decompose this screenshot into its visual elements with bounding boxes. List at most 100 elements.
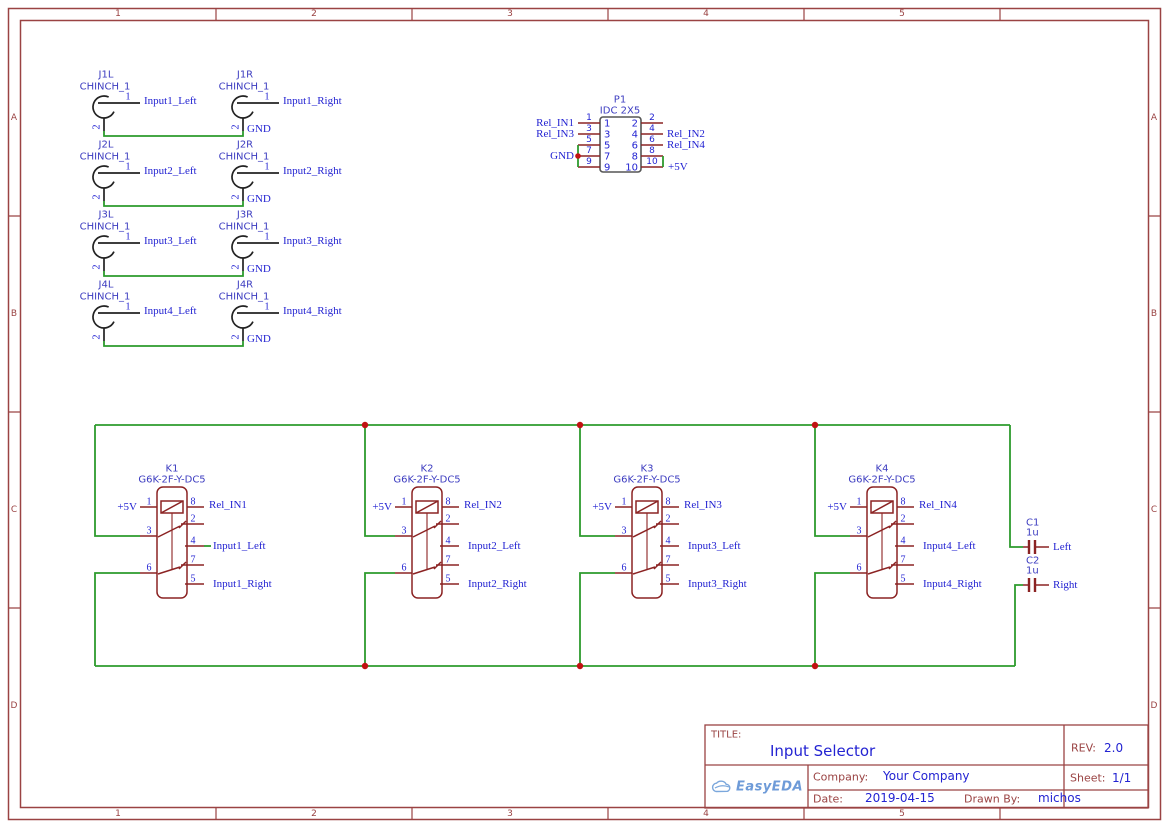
- connector-designator[interactable]: J1R: [236, 69, 254, 81]
- capacitor-C1-symbol[interactable]: [1023, 540, 1049, 554]
- net-label[interactable]: Input3_Left: [688, 540, 741, 552]
- net-label[interactable]: Input1_Right: [283, 95, 342, 107]
- net-label[interactable]: Input2_Right: [283, 165, 342, 177]
- net-label[interactable]: Right: [1053, 579, 1078, 591]
- cap-designator[interactable]: C1: [1026, 517, 1040, 529]
- connector-J4R-symbol[interactable]: [231, 305, 279, 341]
- net-label[interactable]: Input4_Right: [923, 578, 982, 590]
- junction-dot: [575, 153, 581, 159]
- net-label[interactable]: Input3_Right: [688, 578, 747, 590]
- net-label[interactable]: Rel_IN3: [536, 128, 574, 140]
- relay-designator[interactable]: K2: [420, 463, 434, 475]
- relay-K1-symbol[interactable]: [140, 486, 204, 599]
- relay-designator[interactable]: K3: [640, 463, 654, 475]
- net-label[interactable]: Rel_IN1: [209, 499, 247, 511]
- connector-partname[interactable]: CHINCH_1: [79, 151, 131, 163]
- cap-value[interactable]: 1u: [1026, 565, 1039, 577]
- cap-designator[interactable]: C2: [1026, 555, 1040, 567]
- connector-partname[interactable]: CHINCH_1: [79, 81, 131, 93]
- net-label[interactable]: Input1_Left: [144, 95, 197, 107]
- connector-partname[interactable]: CHINCH_1: [218, 291, 270, 303]
- pin-name: 8: [631, 151, 638, 163]
- relay-designator[interactable]: K4: [875, 463, 889, 475]
- gnd-wires-rca[interactable]: [103, 131, 244, 347]
- net-label-5v[interactable]: +5V: [592, 501, 612, 513]
- idc-designator[interactable]: P1: [613, 94, 627, 106]
- net-label[interactable]: Input1_Right: [213, 578, 272, 590]
- connector-designator[interactable]: J2L: [98, 139, 114, 151]
- connector-partname[interactable]: CHINCH_1: [79, 291, 131, 303]
- relay-designator[interactable]: K1: [165, 463, 179, 475]
- connector-designator[interactable]: J4L: [98, 279, 114, 291]
- connector-J3L-symbol[interactable]: [92, 235, 140, 271]
- net-label[interactable]: Input4_Left: [144, 305, 197, 317]
- pin-number: 3: [586, 124, 592, 134]
- relay-partname[interactable]: G6K-2F-Y-DC5: [848, 474, 916, 486]
- net-label[interactable]: Rel_IN1: [536, 117, 574, 129]
- titleblock-rev[interactable]: 2.0: [1104, 741, 1124, 755]
- idc-partname[interactable]: IDC 2X5: [599, 105, 641, 117]
- net-label-gnd[interactable]: GND: [247, 193, 271, 205]
- relay-partname[interactable]: G6K-2F-Y-DC5: [138, 474, 206, 486]
- connector-J4L-symbol[interactable]: [92, 305, 140, 341]
- net-label-5v[interactable]: +5V: [117, 501, 137, 513]
- titleblock-date[interactable]: 2019-04-15: [865, 791, 935, 805]
- relay-K4-symbol[interactable]: [850, 486, 914, 599]
- net-label[interactable]: Input1_Left: [213, 540, 266, 552]
- net-label[interactable]: Left: [1053, 541, 1072, 553]
- relay-partname[interactable]: G6K-2F-Y-DC5: [613, 474, 681, 486]
- net-label[interactable]: Input2_Left: [468, 540, 521, 552]
- net-label[interactable]: Input4_Left: [923, 540, 976, 552]
- connector-designator[interactable]: J4R: [236, 279, 254, 291]
- net-label[interactable]: Input2_Right: [468, 578, 527, 590]
- relay-K3-symbol[interactable]: [615, 486, 679, 599]
- net-label[interactable]: Rel_IN4: [919, 499, 957, 511]
- connector-designator[interactable]: J3L: [98, 209, 114, 221]
- connector-partname[interactable]: CHINCH_1: [79, 221, 131, 233]
- relay-bus-wires[interactable]: [94, 424, 1023, 667]
- net-label-gnd[interactable]: GND: [247, 123, 271, 135]
- pin-number: 1: [401, 496, 407, 508]
- cap-value[interactable]: 1u: [1026, 527, 1039, 539]
- net-label-gnd[interactable]: GND: [550, 150, 574, 162]
- net-label[interactable]: Input3_Left: [144, 235, 197, 247]
- k4-right-feed: [814, 572, 850, 666]
- titleblock-company[interactable]: Your Company: [883, 769, 970, 783]
- frame-row-label: D: [1150, 701, 1158, 711]
- connector-designator[interactable]: J2R: [236, 139, 254, 151]
- titleblock-title[interactable]: Input Selector: [770, 742, 876, 760]
- relay-partname[interactable]: G6K-2F-Y-DC5: [393, 474, 461, 486]
- pin-number: 1: [264, 301, 270, 313]
- sheet-frame: [7, 7, 1162, 821]
- net-label-5v[interactable]: +5V: [668, 161, 688, 173]
- connector-designator[interactable]: J1L: [98, 69, 114, 81]
- connector-J1R-symbol[interactable]: [231, 95, 279, 131]
- connector-partname[interactable]: CHINCH_1: [218, 81, 270, 93]
- connector-designator[interactable]: J3R: [236, 209, 254, 221]
- capacitor-C2-symbol[interactable]: [1023, 578, 1049, 592]
- connector-partname[interactable]: CHINCH_1: [218, 151, 270, 163]
- connector-J2R-symbol[interactable]: [231, 165, 279, 201]
- net-label-5v[interactable]: +5V: [827, 501, 847, 513]
- net-label[interactable]: Rel_IN3: [684, 499, 722, 511]
- connector-partname[interactable]: CHINCH_1: [218, 221, 270, 233]
- net-label[interactable]: Input3_Right: [283, 235, 342, 247]
- net-label[interactable]: Rel_IN2: [464, 499, 502, 511]
- net-label[interactable]: Rel_IN4: [667, 139, 705, 151]
- net-label[interactable]: Rel_IN2: [667, 128, 705, 140]
- net-label-5v[interactable]: +5V: [372, 501, 392, 513]
- idc-P1-symbol[interactable]: [575, 116, 664, 173]
- frame-row-label: A: [10, 113, 18, 123]
- net-label-gnd[interactable]: GND: [247, 263, 271, 275]
- net-label-gnd[interactable]: GND: [247, 333, 271, 345]
- connector-J3R-symbol[interactable]: [231, 235, 279, 271]
- titleblock-title-label: TITLE:: [711, 729, 742, 741]
- connector-J2L-symbol[interactable]: [92, 165, 140, 201]
- connector-J1L-symbol[interactable]: [92, 95, 140, 131]
- titleblock-drawnby[interactable]: michos: [1038, 791, 1081, 805]
- net-label[interactable]: Input2_Left: [144, 165, 197, 177]
- titleblock-sheet[interactable]: 1/1: [1112, 771, 1132, 785]
- pin-number: 2: [91, 334, 103, 340]
- net-label[interactable]: Input4_Right: [283, 305, 342, 317]
- relay-K2-symbol[interactable]: [395, 486, 459, 599]
